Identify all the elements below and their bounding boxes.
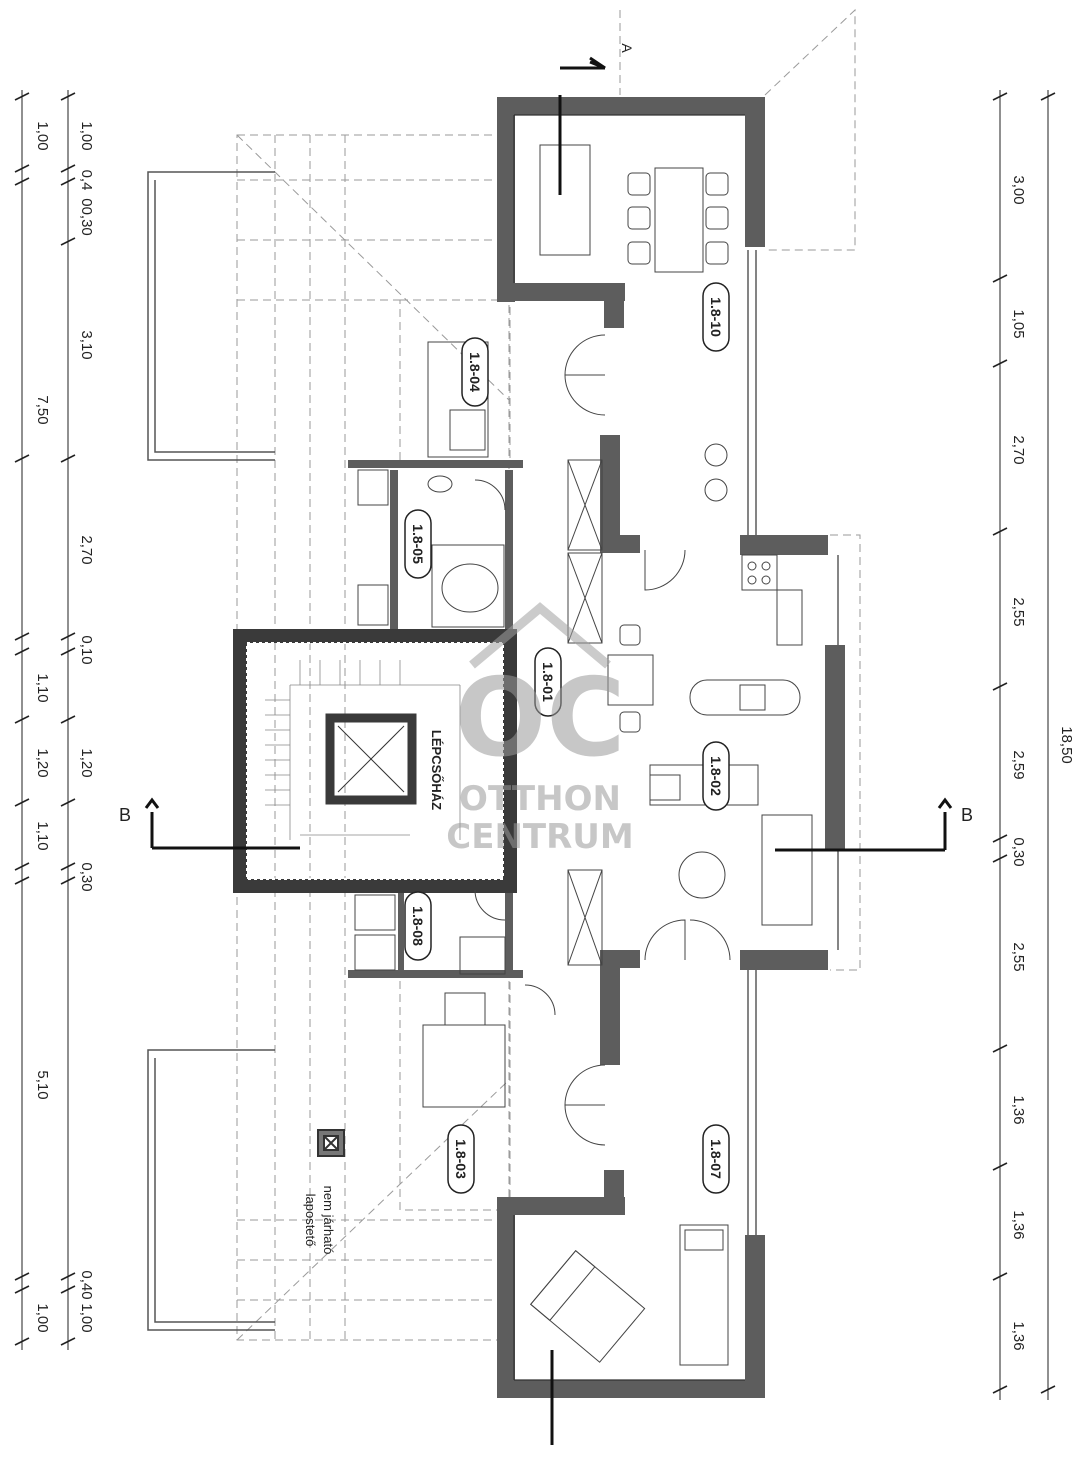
dim-left-outer-3: 1,10	[34, 673, 51, 702]
dim-left-inner-7: 1,20	[78, 748, 95, 777]
dim-left-outer-1: 1,00	[34, 121, 51, 150]
dim-right-inner-9: 1,36	[1010, 1210, 1027, 1239]
dim-right-inner-6: 0,30	[1010, 837, 1027, 866]
walls	[348, 97, 845, 1398]
dim-left-outer-6: 5,10	[34, 1070, 51, 1099]
dim-right-inner-5: 2,59	[1010, 750, 1027, 779]
watermark-logo-text: OC	[454, 656, 625, 781]
dim-left-inner-9: 0,40	[78, 1270, 95, 1299]
dim-right-inner-4: 2,55	[1010, 597, 1027, 626]
section-mark-b-right: B	[961, 805, 973, 825]
section-mark-a: A	[619, 43, 635, 53]
room-label-1801: 1.8-01	[540, 662, 556, 702]
room-label-1808: 1.8-08	[410, 906, 426, 946]
stair-label: LÉPCSŐHÁZ	[429, 730, 444, 810]
room-label-1802: 1.8-02	[708, 756, 724, 796]
dim-left-inner-3: 00,30	[78, 198, 95, 236]
dimension-lines	[14, 90, 1056, 1400]
furniture	[354, 144, 813, 1366]
roof-vent-icon	[317, 1129, 345, 1157]
dim-left-outer-5: 1,10	[34, 821, 51, 850]
dim-left-outer-7: 1,00	[34, 1303, 51, 1332]
room-label-1803: 1.8-03	[453, 1139, 469, 1179]
glazing	[513, 114, 839, 1381]
room-label-1810: 1.8-10	[708, 297, 724, 337]
dim-left-inner-8: 0,30	[78, 862, 95, 891]
dim-right-inner-3: 2,70	[1010, 435, 1027, 464]
watermark-logo: OC OTTHON CENTRUM	[446, 602, 634, 857]
dim-right-inner-8: 1,36	[1010, 1095, 1027, 1124]
watermark-line2: CENTRUM	[446, 817, 633, 857]
dim-left-inner-4: 3,10	[78, 330, 95, 359]
doors	[474, 334, 731, 1146]
dim-right-inner-7: 2,55	[1010, 942, 1027, 971]
dim-right-inner-2: 1,05	[1010, 309, 1027, 338]
dim-right-inner-1: 3,00	[1010, 175, 1027, 204]
room-badges	[404, 282, 730, 1194]
room-label-1807: 1.8-07	[708, 1139, 724, 1179]
dim-right-inner-10: 1,36	[1010, 1321, 1027, 1350]
roof-note-line1: nem járható	[321, 1186, 336, 1255]
room-label-1804: 1.8-04	[467, 352, 483, 392]
dim-left-inner-2: 0,4	[78, 170, 95, 191]
dim-left-inner-10: 1,00	[78, 1303, 95, 1332]
dim-left-outer-2: 7,50	[34, 395, 51, 424]
watermark-line1: OTTHON	[459, 779, 621, 819]
dim-left-outer-4: 1,20	[34, 748, 51, 777]
section-mark-b-left: B	[119, 805, 131, 825]
dim-left-inner-5: 2,70	[78, 535, 95, 564]
dim-left-inner-6: 0,10	[78, 635, 95, 664]
dim-right-total: 18,50	[1058, 726, 1075, 764]
balconies	[147, 171, 275, 1331]
roof-note-line2: lapostető	[303, 1194, 318, 1247]
dim-left-inner-1: 1,00	[78, 121, 95, 150]
room-label-1805: 1.8-05	[410, 524, 426, 564]
section-lines	[144, 56, 953, 1445]
stair-core	[233, 629, 517, 893]
